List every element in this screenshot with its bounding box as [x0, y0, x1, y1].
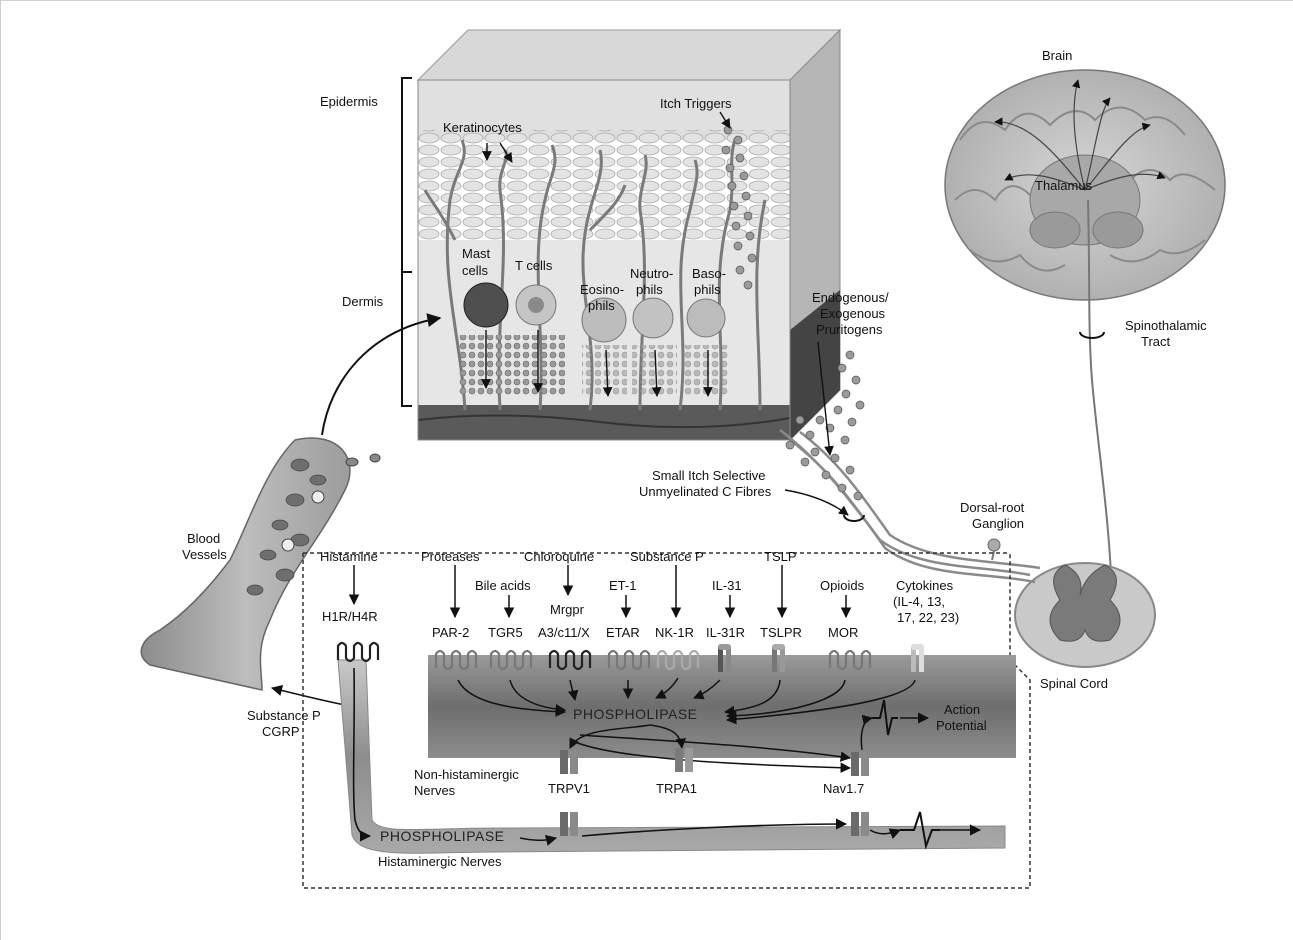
substance-p-label: Substance P	[630, 549, 704, 564]
tgr5-label: TGR5	[488, 625, 523, 640]
spinothalamic-label-2: Tract	[1141, 334, 1171, 349]
pruritogens-label-2: Exogenous	[820, 306, 886, 321]
etar-label: ETAR	[606, 625, 640, 640]
phospholipase-lower-label: PHOSPHOLIPASE	[380, 828, 505, 844]
action-potential-label-1: Action	[944, 702, 980, 717]
spinothalamic-label-1: Spinothalamic	[1125, 318, 1207, 333]
thalamus-label: Thalamus	[1035, 178, 1093, 193]
mast-cell	[464, 283, 508, 327]
blood-vessel-illustration	[141, 438, 380, 690]
et1-label: ET-1	[609, 578, 636, 593]
il31-label: IL-31	[712, 578, 742, 593]
bile-acids-label: Bile acids	[475, 578, 531, 593]
mast-cells-label-1: Mast	[462, 246, 491, 261]
neutrophils-label-2: phils	[636, 282, 663, 297]
basophils-label-1: Baso-	[692, 266, 726, 281]
eosinophils-label-2: phils	[588, 298, 615, 313]
tslpr-label: TSLPR	[760, 625, 802, 640]
trpa1-channel-icon	[675, 748, 683, 772]
eosinophils-label-1: Eosino-	[580, 282, 624, 297]
par2-label: PAR-2	[432, 625, 469, 640]
chloroquine-label: Chloroquine	[524, 549, 594, 564]
basophil	[687, 299, 725, 337]
dermis-label: Dermis	[342, 294, 384, 309]
mor-label: MOR	[828, 625, 858, 640]
drg-label-2: Ganglion	[972, 516, 1024, 531]
trpa1-label: TRPA1	[656, 781, 697, 796]
dermis-bracket	[402, 272, 412, 406]
c-fibres-label-1: Small Itch Selective	[652, 468, 765, 483]
histamine-label: Histamine	[320, 549, 378, 564]
phospholipase-upper-label: PHOSPHOLIPASE	[573, 706, 698, 722]
h1r-h4r-label: H1R/H4R	[322, 609, 378, 624]
action-potential-label-2: Potential	[936, 718, 987, 733]
keratinocytes-label: Keratinocytes	[443, 120, 522, 135]
cgrp-release-label: CGRP	[262, 724, 300, 739]
nk1r-label: NK-1R	[655, 625, 694, 640]
non-histaminergic-label-1: Non-histaminergic	[414, 767, 519, 782]
skin-top-face	[418, 30, 840, 80]
nav17-channel-icon	[851, 752, 859, 776]
h1r-receptor-icon	[338, 643, 378, 661]
t-cells-label: T cells	[515, 258, 553, 273]
non-histaminergic-label-2: Nerves	[414, 783, 456, 798]
neutrophils-label-1: Neutro-	[630, 266, 673, 281]
cytokines-label-2: (IL-4, 13,	[893, 594, 945, 609]
cytokines-label-3: 17, 22, 23)	[897, 610, 959, 625]
il31r-label: IL-31R	[706, 625, 745, 640]
trpv1-channel-icon	[560, 750, 568, 774]
neutrophil	[633, 298, 673, 338]
cytokines-label-1: Cytokines	[896, 578, 954, 593]
proteases-label: Proteases	[421, 549, 480, 564]
drg-label-1: Dorsal-root	[960, 500, 1025, 515]
trpv1-label: TRPV1	[548, 781, 590, 796]
blood-vessels-label-1: Blood	[187, 531, 220, 546]
substance-p-release-label: Substance P	[247, 708, 321, 723]
epidermis-bracket	[402, 78, 412, 272]
mast-cells-label-2: cells	[462, 263, 489, 278]
drg-icon	[988, 539, 1000, 551]
pruritogens-label-3: Pruritogens	[816, 322, 883, 337]
ligand-arrows	[354, 565, 846, 617]
brain-label: Brain	[1042, 48, 1072, 63]
basophils-label-2: phils	[694, 282, 721, 297]
tslp-label: TSLP	[764, 549, 797, 564]
pruritogens-label-1: Endogenous/	[812, 290, 889, 305]
mrgpr-label-1: Mrgpr	[550, 602, 585, 617]
mrgpr-label-2: A3/c11/X	[538, 625, 590, 640]
blood-vessels-label-2: Vessels	[182, 547, 227, 562]
opioids-label: Opioids	[820, 578, 865, 593]
histaminergic-nerves-label: Histaminergic Nerves	[378, 854, 502, 869]
c-fibres-label-2: Unmyelinated C Fibres	[639, 484, 772, 499]
epidermis-label: Epidermis	[320, 94, 378, 109]
spinal-cord-illustration	[1015, 563, 1155, 667]
nav17-label: Nav1.7	[823, 781, 864, 796]
skin-block	[402, 30, 840, 440]
itch-triggers-label: Itch Triggers	[660, 96, 732, 111]
spinal-cord-label: Spinal Cord	[1040, 676, 1108, 691]
